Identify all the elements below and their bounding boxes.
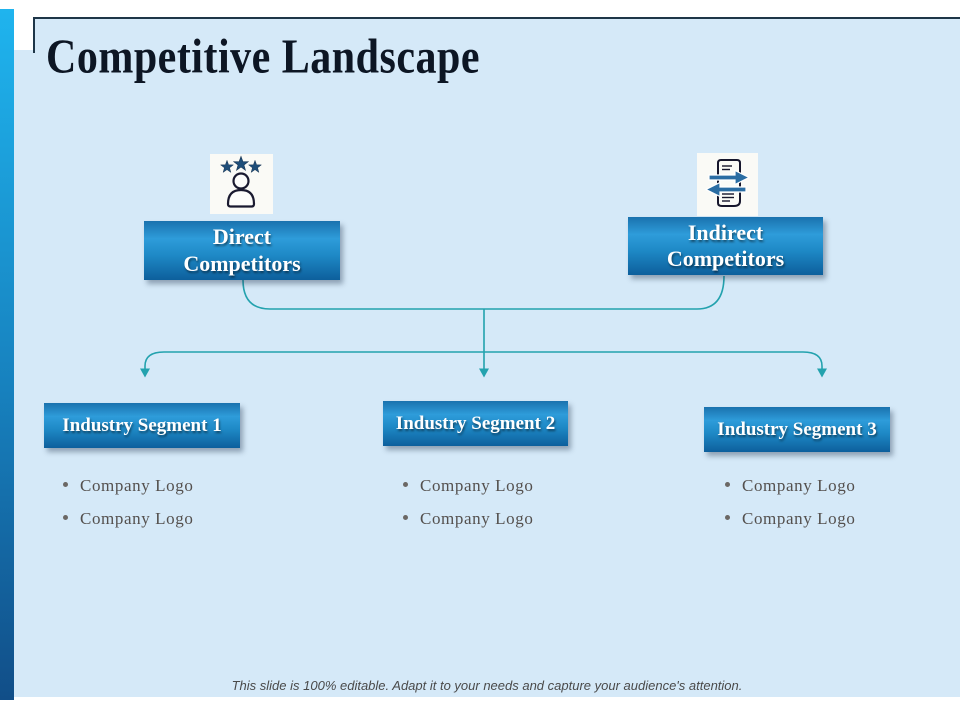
slide-left-border (33, 17, 35, 53)
bullet-icon (63, 515, 68, 520)
company-logo-label: Company Logo (742, 476, 856, 495)
page-title: Competitive Landscape (46, 31, 480, 85)
segment-2-logo-list: Company Logo Company Logo (403, 476, 613, 542)
list-item: Company Logo (63, 509, 273, 528)
indirect-competitors-label-line2: Competitors (666, 246, 785, 271)
bullet-icon (403, 482, 408, 487)
list-item: Company Logo (403, 509, 613, 528)
list-item: Company Logo (63, 476, 273, 495)
indirect-competitors-box: Indirect Competitors (628, 217, 823, 275)
slide-top-border (33, 17, 960, 19)
company-logo-label: Company Logo (80, 509, 194, 528)
indirect-competitors-icon-tile (697, 153, 758, 216)
list-item: Company Logo (725, 476, 935, 495)
company-logo-label: Company Logo (80, 476, 194, 495)
bullet-icon (63, 482, 68, 487)
bullet-icon (725, 515, 730, 520)
corner-notch (14, 18, 33, 50)
direct-competitors-label-line2: Competitors (183, 250, 301, 276)
industry-segment-3-box: Industry Segment 3 (704, 407, 890, 452)
industry-segment-3-label: Industry Segment 3 (717, 418, 877, 440)
slide-background (14, 18, 960, 697)
direct-competitors-label-line1: Direct (212, 224, 272, 250)
direct-competitors-box: Direct Competitors (144, 221, 340, 280)
segment-3-logo-list: Company Logo Company Logo (725, 476, 935, 542)
left-accent-bar (0, 9, 14, 700)
company-logo-label: Company Logo (742, 509, 856, 528)
industry-segment-2-box: Industry Segment 2 (383, 401, 568, 446)
company-logo-label: Company Logo (420, 509, 534, 528)
bullet-icon (725, 482, 730, 487)
list-item: Company Logo (725, 509, 935, 528)
industry-segment-1-box: Industry Segment 1 (44, 403, 240, 448)
document-transfer-icon (704, 159, 751, 207)
bullet-icon (403, 515, 408, 520)
segment-1-logo-list: Company Logo Company Logo (63, 476, 273, 542)
person-with-stars-icon (219, 155, 263, 208)
company-logo-label: Company Logo (420, 476, 534, 495)
indirect-competitors-label-line1: Indirect (687, 219, 764, 245)
list-item: Company Logo (403, 476, 613, 495)
direct-competitors-icon-tile (210, 154, 273, 214)
industry-segment-2-label: Industry Segment 2 (395, 412, 556, 434)
industry-segment-1-label: Industry Segment 1 (62, 414, 222, 436)
editable-note: This slide is 100% editable. Adapt it to… (231, 678, 743, 693)
